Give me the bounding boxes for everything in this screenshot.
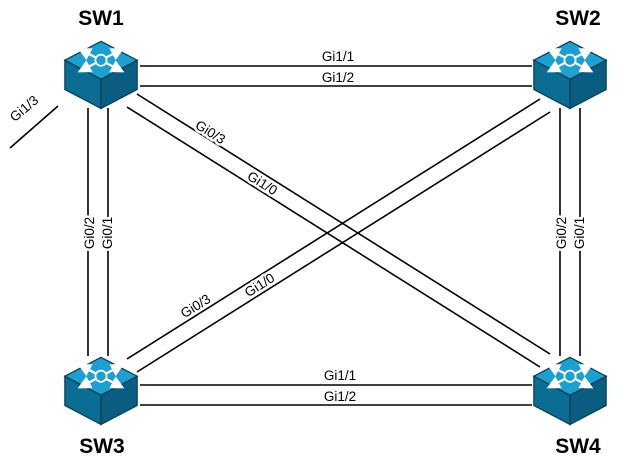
sw3-label: SW3 <box>79 435 125 458</box>
link-sw3-sw2-line-1 <box>126 98 541 360</box>
link-sw1-sw4-line-1 <box>136 93 551 355</box>
link-sw3-sw4-label-2: Gi1/2 <box>324 389 356 404</box>
link-sw1-sw3-label-1: Gi0/1 <box>100 217 115 249</box>
link-sw1-sw2-label-2: Gi1/2 <box>322 70 354 85</box>
sw2-switch-icon <box>534 41 606 108</box>
sw4-label: SW4 <box>555 435 601 458</box>
link-sw1-stub-line <box>9 105 59 149</box>
link-sw2-sw4-label-2: Gi0/2 <box>554 217 569 249</box>
sw1-switch-icon <box>65 41 137 108</box>
link-sw1-sw2-label-1: Gi1/1 <box>322 49 354 64</box>
link-sw3-sw2-line-2 <box>136 111 551 373</box>
sw3-switch-icon <box>65 357 137 424</box>
sw1-label: SW1 <box>78 7 124 30</box>
sw4-switch-icon <box>534 357 606 424</box>
link-sw1-sw4-line-2 <box>126 106 541 368</box>
link-sw1-stub-label: Gi1/3 <box>7 92 41 124</box>
links-layer <box>9 65 581 406</box>
link-sw1-sw3-label-2: Gi0/2 <box>82 217 97 249</box>
link-sw3-sw4-label-1: Gi1/1 <box>324 368 356 383</box>
link-sw2-sw4-label-1: Gi0/1 <box>572 217 587 249</box>
link-sw1-sw4-label-1: Gi0/3 <box>193 117 228 147</box>
sw2-label: SW2 <box>555 7 601 30</box>
